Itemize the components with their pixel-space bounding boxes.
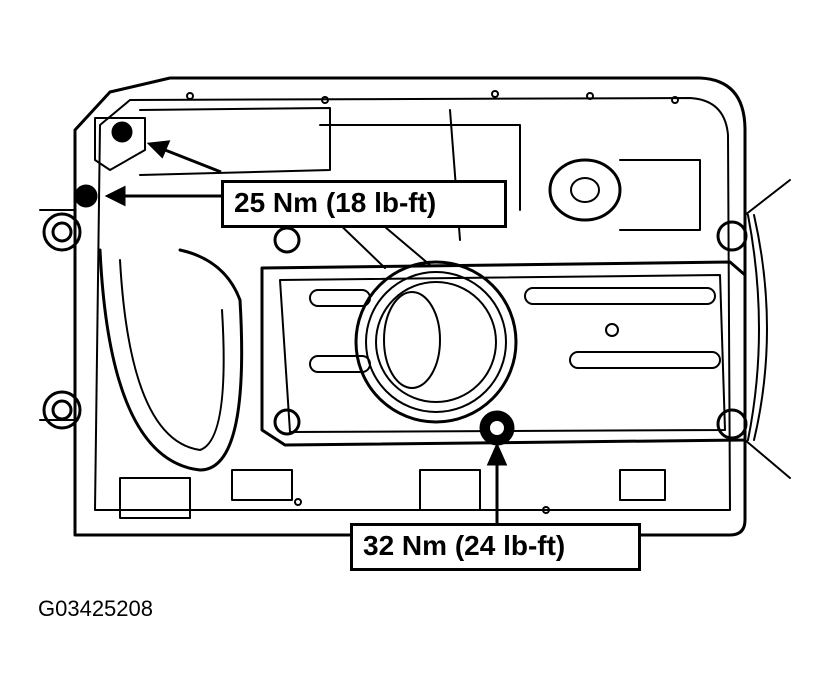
leader-upper-1 (159, 146, 222, 174)
left-upper-bolt (42, 212, 82, 252)
upper-bracket (94, 117, 146, 171)
figure-id: G03425208 (38, 596, 153, 621)
oil-pickup-ring (354, 260, 518, 424)
torque-callout-lower: 32 Nm (24 lb-ft) (350, 523, 641, 571)
torque-callout-upper: 25 Nm (18 lb-ft) (221, 180, 507, 228)
pan-outline (73, 76, 747, 537)
left-lower-bolt (42, 390, 82, 430)
cover-bolt-upper-right (716, 220, 748, 252)
cover-bolt-upper-left (273, 226, 301, 254)
cover-bolt-lower-left (273, 408, 301, 436)
pan-inner-flange (94, 97, 731, 511)
crank-lobe (548, 158, 622, 222)
cover-bolt-lower-right (716, 408, 748, 440)
upper-left-bolt (74, 184, 98, 208)
